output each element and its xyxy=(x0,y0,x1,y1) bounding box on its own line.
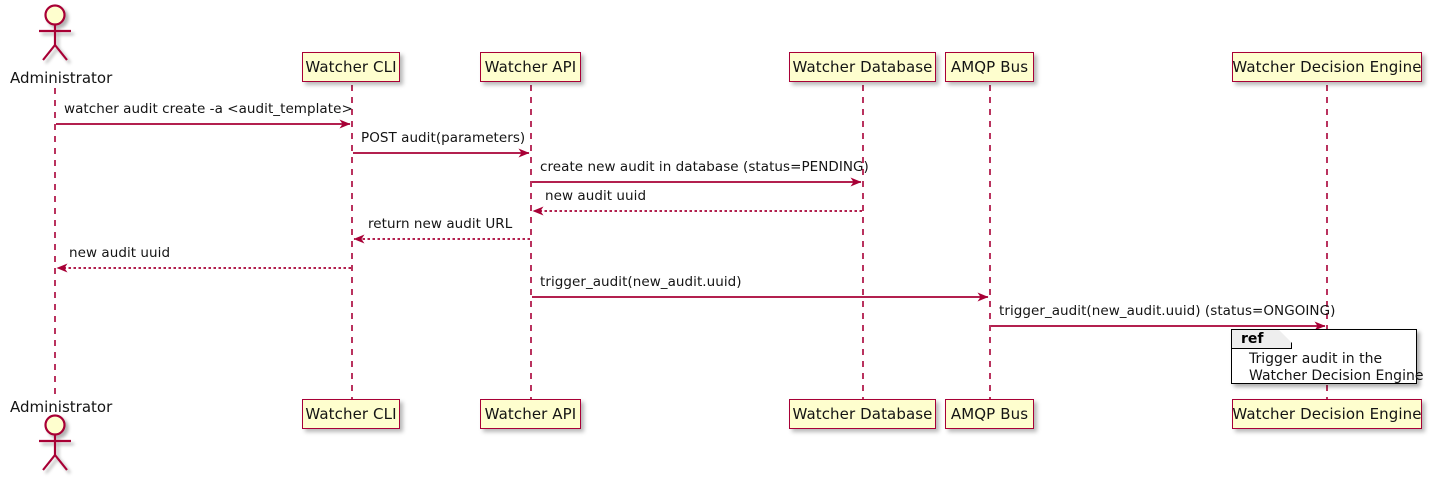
participant-box-watcher-database-bottom[interactable]: Watcher Database xyxy=(789,399,936,429)
participant-box-watcher-decision-engine-bottom[interactable]: Watcher Decision Engine xyxy=(1232,399,1422,429)
message-label-6: new audit uuid xyxy=(69,245,171,261)
participant-label: Watcher Database xyxy=(792,58,933,76)
actor-label-administrator-top: Administrator xyxy=(10,69,113,87)
ref-fragment-line-2: Watcher Decision Engine xyxy=(1249,368,1424,384)
ref-fragment: ref Trigger audit in the Watcher Decisio… xyxy=(1231,329,1423,384)
message-label-5: return new audit URL xyxy=(368,216,513,232)
message-arrows xyxy=(56,119,1326,331)
participant-label: Watcher Database xyxy=(792,405,933,423)
participant-box-watcher-decision-engine-top[interactable]: Watcher Decision Engine xyxy=(1232,52,1422,82)
participant-label: Watcher Decision Engine xyxy=(1232,58,1422,76)
participant-label: Watcher API xyxy=(484,58,577,76)
participant-box-watcher-cli-top[interactable]: Watcher CLI xyxy=(302,52,400,82)
message-label-7: trigger_audit(new_audit.uuid) xyxy=(540,274,742,290)
participant-label: AMQP Bus xyxy=(950,58,1029,76)
actor-administrator-bottom-icon xyxy=(39,414,71,471)
ref-fragment-tab-label: ref xyxy=(1241,331,1264,347)
message-label-3: create new audit in database (status=PEN… xyxy=(540,159,869,175)
lifelines xyxy=(54,85,1328,399)
actor-administrator-top-icon xyxy=(39,4,71,61)
ref-fragment-line-1: Trigger audit in the xyxy=(1249,351,1383,367)
participant-label: AMQP Bus xyxy=(950,405,1029,423)
participant-label: Watcher CLI xyxy=(305,405,397,423)
participant-label: Watcher Decision Engine xyxy=(1232,405,1422,423)
participant-box-watcher-api-top[interactable]: Watcher API xyxy=(480,52,581,82)
participant-box-watcher-api-bottom[interactable]: Watcher API xyxy=(480,399,581,429)
message-label-8: trigger_audit(new_audit.uuid) (status=ON… xyxy=(999,303,1336,319)
message-label-2: POST audit(parameters) xyxy=(361,130,526,146)
participant-box-amqp-bus-top[interactable]: AMQP Bus xyxy=(945,52,1034,82)
actor-label-administrator-bottom: Administrator xyxy=(10,398,113,416)
participant-box-amqp-bus-bottom[interactable]: AMQP Bus xyxy=(945,399,1034,429)
message-label-4: new audit uuid xyxy=(545,188,647,204)
participant-label: Watcher CLI xyxy=(305,58,397,76)
participant-label: Watcher API xyxy=(484,405,577,423)
message-label-1: watcher audit create -a <audit_template> xyxy=(64,101,353,117)
ref-fragment-tab: ref xyxy=(1232,330,1292,349)
participant-box-watcher-cli-bottom[interactable]: Watcher CLI xyxy=(302,399,400,429)
participant-box-watcher-database-top[interactable]: Watcher Database xyxy=(789,52,936,82)
